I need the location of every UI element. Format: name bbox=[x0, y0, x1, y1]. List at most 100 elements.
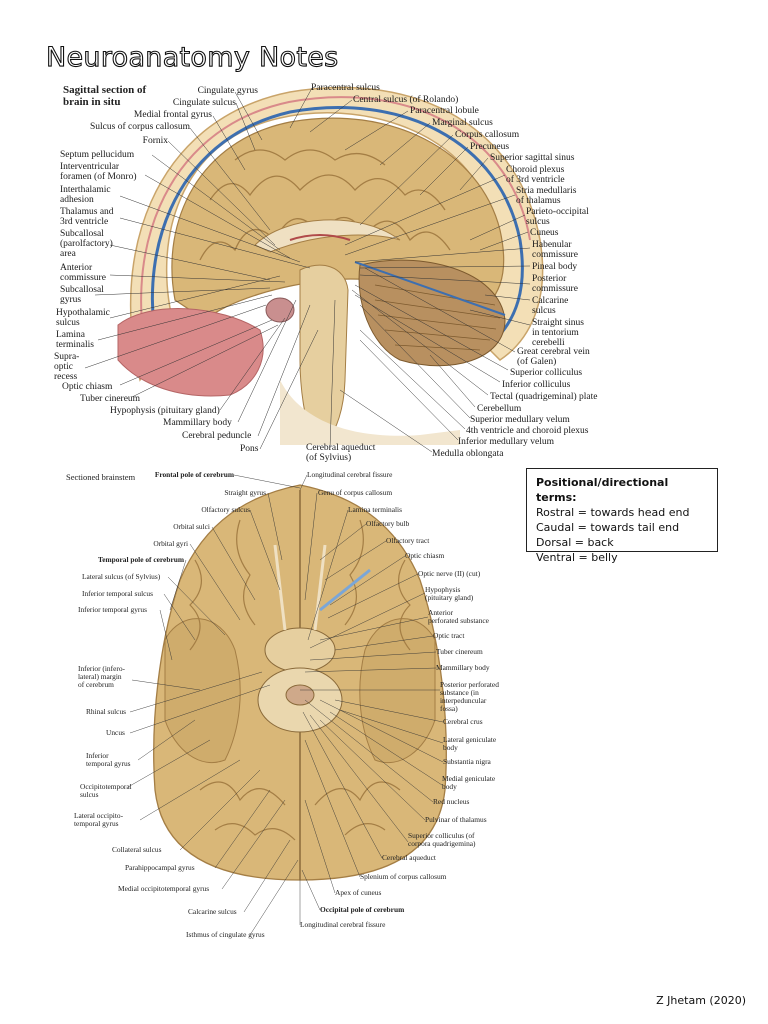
label-lateral-occipitotemporal-gyrus: Lateral occipito- temporal gyrus bbox=[74, 811, 124, 828]
label-tectal-plate: Tectal (quadrigeminal) plate bbox=[490, 392, 598, 402]
label-mammillary-body-basal: Mammillary body bbox=[436, 663, 490, 672]
label-calcarine-sulcus: Calcarine sulcus bbox=[532, 296, 569, 316]
label-optic-tract: Optic tract bbox=[433, 631, 465, 640]
label-cingulate-sulcus: Cingulate sulcus bbox=[172, 98, 236, 108]
label-interthalamic-adhesion: Interthalamic adhesion bbox=[60, 185, 111, 205]
label-cerebral-crus: Cerebral crus bbox=[443, 717, 483, 726]
label-paracentral-sulcus: Paracentral sulcus bbox=[311, 83, 380, 93]
basal-heading: Sectioned brainstem bbox=[66, 472, 136, 482]
label-occipital-pole: Occipital pole of cerebrum bbox=[320, 905, 405, 914]
label-uncus: Uncus bbox=[106, 728, 125, 737]
label-anterior-commissure: Anterior commissure bbox=[60, 263, 106, 283]
label-parahippocampal-gyrus: Parahippocampal gyrus bbox=[125, 863, 195, 872]
label-hypophysis: Hypophysis (pituitary gland) bbox=[110, 406, 220, 416]
label-lateral-sulcus: Lateral sulcus (of Sylvius) bbox=[82, 572, 161, 581]
label-genu-corpus-callosum: Genu of corpus callosum bbox=[318, 488, 393, 497]
label-orbital-sulci: Orbital sulci bbox=[173, 522, 210, 531]
term-dorsal: Dorsal = back bbox=[536, 536, 614, 549]
label-straight-sinus: Straight sinus in tentorium cerebelli bbox=[532, 318, 584, 348]
label-olfactory-tract: Olfactory tract bbox=[386, 536, 430, 545]
label-corpus-callosum: Corpus callosum bbox=[455, 130, 520, 140]
label-cingulate-gyrus: Cingulate gyrus bbox=[197, 86, 258, 96]
label-olfactory-sulcus: Olfactory sulcus bbox=[201, 505, 250, 514]
label-anterior-perforated-substance: Anterior perforated substance bbox=[428, 608, 489, 625]
label-choroid-plexus-3rd: Choroid plexus of 3rd ventricle bbox=[506, 165, 565, 185]
label-calcarine-sulcus-basal: Calcarine sulcus bbox=[188, 907, 237, 916]
term-ventral: Ventral = belly bbox=[536, 551, 618, 564]
label-hypophysis-basal: Hypophysis (pituitary gland) bbox=[425, 585, 474, 602]
label-subcallosal-gyrus: Subcallosal gyrus bbox=[60, 285, 104, 305]
label-pons: Pons bbox=[240, 444, 259, 454]
label-optic-nerve: Optic nerve (II) (cut) bbox=[418, 569, 481, 578]
label-pineal-body: Pineal body bbox=[532, 262, 578, 272]
label-collateral-sulcus: Collateral sulcus bbox=[112, 845, 162, 854]
page-title: Neuroanatomy Notes bbox=[45, 41, 339, 73]
terms-heading: Positional/directional terms: bbox=[536, 476, 669, 504]
label-optic-chiasm: Optic chiasm bbox=[62, 382, 113, 392]
label-isthmus-cingulate: Isthmus of cingulate gyrus bbox=[186, 930, 265, 939]
term-caudal: Caudal = towards tail end bbox=[536, 521, 680, 534]
label-tuber-cinereum-basal: Tuber cinereum bbox=[436, 647, 483, 656]
label-straight-gyrus: Straight gyrus bbox=[224, 488, 266, 497]
label-stria-medullaris: Stria medullaris of thalamus bbox=[516, 186, 577, 206]
label-orbital-gyri: Orbital gyri bbox=[153, 539, 188, 548]
label-posterior-perforated-substance: Posterior perforated substance (in inter… bbox=[440, 680, 499, 713]
label-inferior-temporal-gyrus-1: Inferior temporal gyrus bbox=[78, 605, 147, 614]
label-cuneus: Cuneus bbox=[530, 228, 559, 238]
label-medial-occipitotemporal-gyrus: Medial occipitotemporal gyrus bbox=[118, 884, 210, 893]
label-fornix: Fornix bbox=[142, 136, 168, 146]
directional-terms-box: Positional/directional terms: Rostral = … bbox=[526, 468, 718, 564]
label-superior-colliculus: Superior colliculus bbox=[510, 368, 583, 378]
label-lamina-terminalis: Lamina terminalis bbox=[56, 330, 94, 350]
label-parieto-occipital-sulcus: Parieto-occipital sulcus bbox=[526, 207, 589, 227]
label-habenular-commissure: Habenular commissure bbox=[532, 240, 578, 260]
label-cerebral-aqueduct: Cerebral aqueduct (of Sylvius) bbox=[306, 443, 376, 463]
label-superior-colliculus-basal: Superior colliculus (of corpora quadrige… bbox=[408, 831, 476, 848]
label-thalamus-3rd-ventricle: Thalamus and 3rd ventricle bbox=[60, 207, 114, 227]
label-medial-frontal-gyrus: Medial frontal gyrus bbox=[133, 110, 212, 120]
label-optic-chiasm-basal: Optic chiasm bbox=[405, 551, 445, 560]
label-4th-ventricle: 4th ventricle and choroid plexus bbox=[466, 426, 589, 436]
label-cerebral-peduncle: Cerebral peduncle bbox=[182, 431, 252, 441]
label-inferior-medullary-velum: Inferior medullary velum bbox=[458, 437, 555, 447]
label-supraoptic-recess: Supra- optic recess bbox=[54, 352, 80, 382]
label-inferior-margin: Inferior (infero- lateral) margin of cer… bbox=[78, 664, 125, 689]
label-hypothalamic-sulcus: Hypothalamic sulcus bbox=[56, 308, 110, 328]
label-sulcus-corpus-callosum: Sulcus of corpus callosum bbox=[89, 122, 190, 132]
label-longitudinal-fissure-top: Longitudinal cerebral fissure bbox=[307, 470, 393, 479]
label-occipitotemporal-sulcus: Occipitotemporal sulcus bbox=[80, 782, 132, 799]
label-pulvinar-thalamus: Pulvinar of thalamus bbox=[425, 815, 487, 824]
label-rhinal-sulcus: Rhinal sulcus bbox=[86, 707, 127, 716]
label-olfactory-bulb: Olfactory bulb bbox=[366, 519, 410, 528]
label-splenium: Splenium of corpus callosum bbox=[360, 872, 447, 881]
label-substantia-nigra: Substantia nigra bbox=[443, 757, 491, 766]
label-interventricular-foramen: Interventricular foramen (of Monro) bbox=[60, 162, 137, 182]
label-cerebral-aqueduct-basal: Cerebral aqueduct bbox=[382, 853, 436, 862]
label-superior-medullary-velum: Superior medullary velum bbox=[470, 415, 570, 425]
label-cerebellum: Cerebellum bbox=[477, 404, 522, 414]
label-subcallosal-area: Subcallosal (parolfactory) area bbox=[60, 229, 113, 259]
label-mammillary-body: Mammillary body bbox=[163, 418, 232, 428]
label-temporal-pole: Temporal pole of cerebrum bbox=[97, 555, 184, 564]
label-precuneus: Precuneus bbox=[470, 142, 510, 152]
label-superior-sagittal-sinus: Superior sagittal sinus bbox=[490, 153, 575, 163]
label-lateral-geniculate-body: Lateral geniculate body bbox=[443, 735, 497, 752]
sagittal-heading: Sagittal section of brain in situ bbox=[63, 84, 147, 108]
author-credit: Z Jhetam (2020) bbox=[656, 994, 746, 1007]
label-inferior-temporal-gyrus-2: Inferior temporal gyrus bbox=[86, 751, 131, 768]
label-medulla-oblongata: Medulla oblongata bbox=[432, 449, 504, 459]
label-great-cerebral-vein: Great cerebral vein (of Galen) bbox=[517, 347, 590, 367]
term-rostral: Rostral = towards head end bbox=[536, 506, 690, 519]
label-central-sulcus: Central sulcus (of Rolando) bbox=[353, 95, 459, 105]
label-septum-pellucidum: Septum pellucidum bbox=[60, 150, 135, 160]
label-inferior-temporal-sulcus: Inferior temporal sulcus bbox=[82, 589, 154, 598]
label-posterior-commissure: Posterior commissure bbox=[532, 274, 578, 294]
label-tuber-cinereum: Tuber cinereum bbox=[80, 394, 141, 404]
label-medial-geniculate-body: Medial geniculate body bbox=[442, 774, 496, 791]
label-inferior-colliculus: Inferior colliculus bbox=[502, 380, 571, 390]
label-red-nucleus: Red nucleus bbox=[433, 797, 470, 806]
label-frontal-pole: Frontal pole of cerebrum bbox=[154, 470, 234, 479]
label-marginal-sulcus: Marginal sulcus bbox=[432, 118, 493, 128]
label-apex-cuneus: Apex of cuneus bbox=[335, 888, 382, 897]
